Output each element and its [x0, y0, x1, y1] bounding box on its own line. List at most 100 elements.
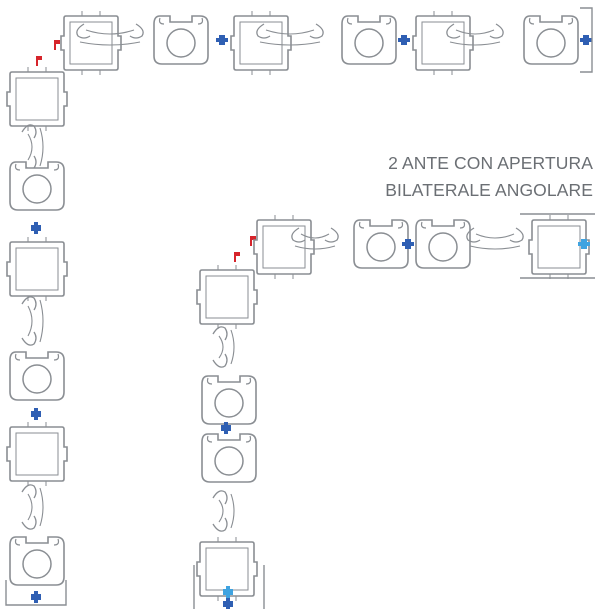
frame-inner-wall — [69, 21, 113, 65]
frame-chamber — [230, 15, 292, 71]
frame-block — [6, 237, 68, 301]
frame-chamber — [412, 15, 474, 71]
gasket-lip — [34, 408, 38, 420]
round-bead — [166, 28, 196, 58]
link-piece — [21, 296, 44, 346]
round-bead — [214, 388, 244, 418]
frame-inner-wall — [239, 21, 283, 65]
gasket-light — [223, 586, 233, 598]
sash-block — [153, 15, 209, 65]
frame-fins — [433, 11, 453, 75]
sash-hooks — [14, 538, 60, 546]
sash-block — [341, 15, 397, 65]
frame-chamber — [196, 541, 258, 597]
frame-block — [6, 422, 68, 486]
frame-inner-wall — [262, 225, 306, 269]
link-piece — [212, 326, 235, 368]
gasket-lip — [34, 591, 38, 603]
gasket-dark — [31, 591, 41, 603]
frame-fins — [217, 537, 237, 601]
round-bead — [536, 28, 566, 58]
round-bead — [214, 446, 244, 476]
link-hooks — [446, 23, 504, 39]
round-bead — [22, 174, 52, 204]
frame-block — [60, 11, 122, 75]
link-hooks — [212, 326, 228, 368]
frame-inner-wall — [421, 21, 465, 65]
sash-hooks — [206, 377, 252, 385]
frame-fins — [274, 215, 294, 279]
sash-block — [415, 219, 471, 269]
sash-block — [353, 219, 409, 269]
link-spring — [265, 29, 315, 35]
gasket-dark — [223, 598, 233, 609]
frame-inner-wall — [205, 275, 249, 319]
link-hooks — [21, 296, 37, 346]
frame-block — [412, 11, 474, 75]
link-arm — [294, 245, 336, 250]
link-spring — [300, 233, 330, 239]
frame-inner-wall — [15, 432, 59, 476]
sash-hooks — [420, 221, 466, 229]
link-piece — [256, 23, 324, 46]
sash-block — [201, 375, 257, 425]
link-hooks — [21, 484, 37, 530]
joint-stub — [234, 252, 240, 262]
gasket-dark — [31, 222, 41, 234]
link-spring — [218, 499, 224, 523]
bottom-track — [193, 565, 265, 609]
round-bead — [354, 28, 384, 58]
caption-line-2: BILATERALE ANGOLARE — [385, 180, 593, 200]
sash-block — [201, 433, 257, 483]
link-piece — [21, 484, 44, 530]
link-hooks — [291, 227, 339, 243]
caption-line-1: 2 ANTE CON APERTURA — [388, 153, 593, 173]
frame-chamber — [196, 269, 258, 325]
frame-block — [6, 67, 68, 131]
frame-inner-wall — [15, 247, 59, 291]
gasket-lip — [226, 598, 230, 609]
frame-block — [196, 537, 258, 601]
corner-system-two-leaves — [193, 213, 595, 609]
gasket-light — [578, 239, 590, 249]
link-piece — [291, 227, 339, 250]
frame-chamber — [6, 426, 68, 482]
gasket-dark — [580, 35, 592, 45]
link-spring — [27, 305, 33, 337]
link-arm — [449, 41, 501, 46]
link-spring — [27, 133, 33, 161]
frame-block — [196, 265, 258, 329]
corner-system-single — [5, 7, 593, 606]
sash-hooks — [358, 221, 404, 229]
round-bead — [428, 232, 458, 262]
sash-hooks — [14, 353, 60, 361]
link-hooks — [76, 23, 144, 39]
link-arm — [39, 487, 44, 527]
link-spring — [455, 29, 495, 35]
link-hooks — [212, 490, 228, 532]
link-piece — [76, 23, 144, 46]
gasket-dark — [216, 35, 228, 45]
link-spring — [85, 29, 135, 35]
link-spring — [218, 335, 224, 359]
frame-chamber — [6, 71, 68, 127]
link-arm — [39, 127, 44, 167]
gasket-lip — [226, 586, 230, 598]
link-arm — [39, 299, 44, 343]
link-arm — [230, 493, 235, 529]
sash-hooks — [158, 17, 204, 25]
frame-chamber — [60, 15, 122, 71]
gasket-lip — [398, 38, 410, 42]
frame-inner-wall — [15, 77, 59, 121]
joint-stub — [54, 40, 60, 50]
frame-fins — [27, 422, 47, 486]
frame-block — [230, 11, 292, 75]
joint-stub — [250, 236, 256, 246]
gasket-lip — [216, 38, 228, 42]
frame-inner-wall — [537, 225, 581, 269]
gasket-dark — [31, 408, 41, 420]
link-spring — [475, 233, 515, 239]
right-track — [520, 213, 595, 279]
gasket-dark — [398, 35, 410, 45]
